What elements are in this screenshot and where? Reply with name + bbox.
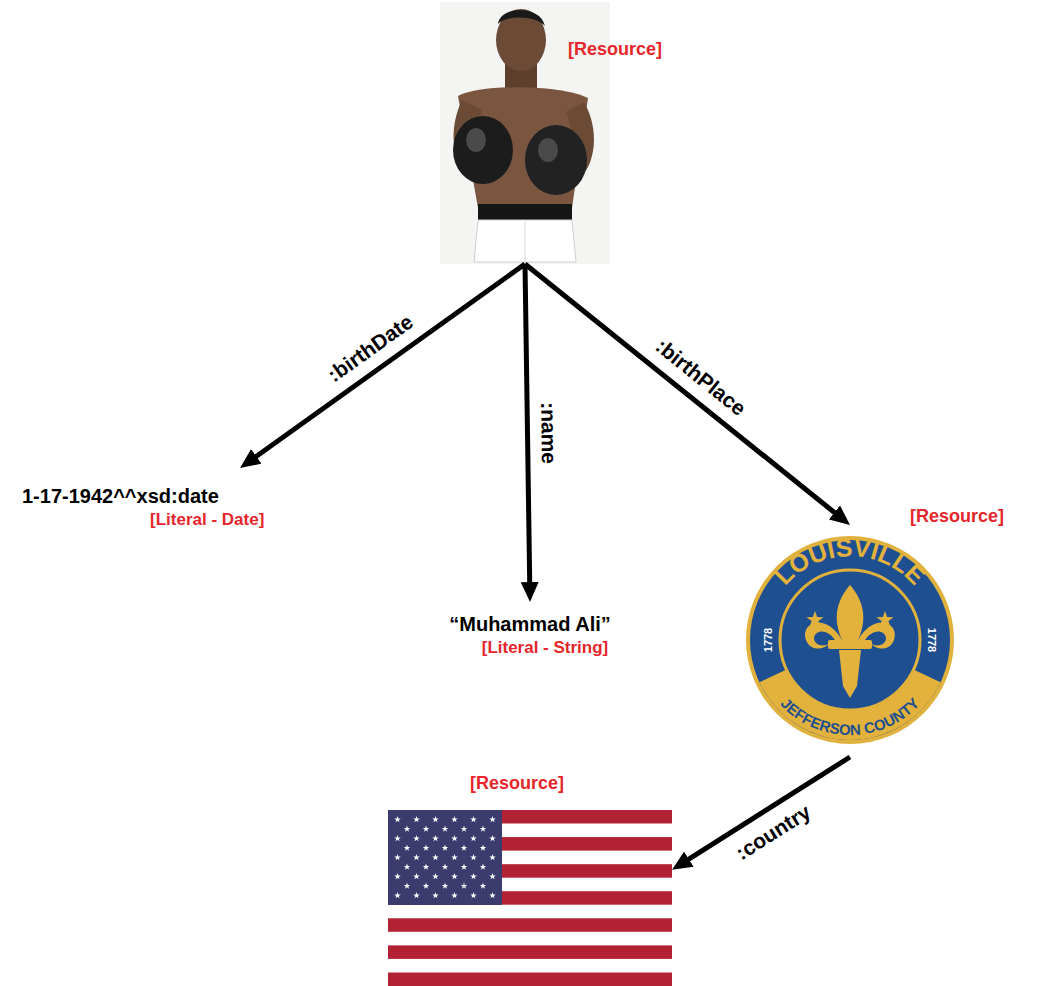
type-tag: [Literal - Date] [22,509,264,530]
type-tag: [Resource] [470,772,564,795]
seal-year: 1778 [926,628,938,652]
seal-county: JEFFERSON COUNTY [778,694,923,738]
predicate-arrow [682,757,850,863]
literal-date: 1-17-1942^^xsd:date[Literal - Date] [22,484,264,530]
type-tag: [Resource] [568,38,662,61]
literal-value: “Muhammad Ali” [449,612,611,637]
seal-year: 1778 [762,628,774,652]
seal-name: LOUISVILLE [769,533,931,590]
predicate-label: :country [731,800,814,864]
predicate-label: :birthPlace [652,334,751,420]
predicate-arrow [525,264,530,590]
resource-flag: [Resource] [388,810,672,986]
resource-picture: [Resource] [440,2,610,264]
literal-string: “Muhammad Ali”[Literal - String] [449,612,611,658]
type-tag: [Literal - String] [449,637,611,658]
predicate-label: :birthDate [323,310,417,387]
literal-value: 1-17-1942^^xsd:date [22,484,264,509]
louisville-seal: LOUISVILLE 1778 1778JEFFERSON COUNTY [746,533,954,744]
predicate-arrow [525,264,841,517]
type-tag: [Resource] [910,505,1004,528]
us-flag [388,810,672,986]
predicate-label: :name [537,402,561,464]
predicate-arrow [250,264,525,461]
resource-seal: [Resource] [745,535,955,745]
